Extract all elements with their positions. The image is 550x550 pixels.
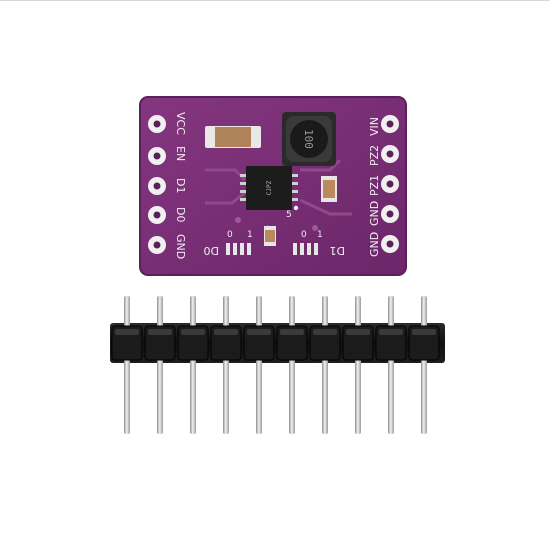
jumper-d1-label-1: 1 (317, 230, 323, 240)
label-d0: D0 (174, 207, 187, 222)
chip-marking: CJPZ (266, 180, 273, 195)
pad-vin (381, 115, 399, 133)
header-pin (289, 296, 295, 434)
ic-chip: CJPZ (240, 166, 298, 210)
header-pin (223, 296, 229, 434)
header-pin (124, 296, 130, 434)
label-vcc: VCC (174, 112, 187, 135)
header-pin (157, 296, 163, 434)
header-segment-highlight (214, 329, 238, 335)
label-en: EN (174, 146, 187, 161)
pad-pz2 (381, 145, 399, 163)
header-segment-highlight (115, 329, 139, 335)
pad-gnd-right-1 (381, 205, 399, 223)
label-d1: D1 (174, 178, 187, 193)
marker-dot (293, 205, 299, 211)
label-vin: VIN (368, 117, 381, 136)
pad-gnd-left (148, 236, 166, 254)
header-pin (355, 296, 361, 434)
jumper-d0-label-0: 0 (227, 230, 233, 240)
jumper-d1: 0 1 (293, 230, 323, 255)
header-segment-highlight (247, 329, 271, 335)
pad-en (148, 147, 166, 165)
pad-d1 (148, 177, 166, 195)
jumper-d0: 0 1 (226, 230, 253, 255)
right-pad-column (381, 115, 399, 253)
header-segment-highlight (148, 329, 172, 335)
jumper-d0-label-1: 1 (247, 230, 253, 240)
inductor-marking: 100 (302, 129, 315, 149)
pad-pz1 (381, 175, 399, 193)
header-segment-highlight (181, 329, 205, 335)
header-segment-highlight (313, 329, 337, 335)
label-gnd-right-1: GND (368, 201, 381, 226)
pad-vcc (148, 115, 166, 133)
label-gnd-left: GND (174, 234, 187, 259)
marker-number: 5 (286, 210, 292, 220)
pin-header-strip (110, 296, 445, 434)
label-d1-bottom: D1 (330, 244, 345, 257)
header-segment-highlight (346, 329, 370, 335)
header-pin (421, 296, 427, 434)
smd-capacitor (205, 126, 261, 148)
header-segment-highlight (412, 329, 436, 335)
header-pin (388, 296, 394, 434)
header-segment-highlight (379, 329, 403, 335)
jumper-d1-label-0: 0 (301, 230, 307, 240)
pad-d0 (148, 206, 166, 224)
header-segment-highlight (280, 329, 304, 335)
label-pz1: PZ1 (368, 175, 381, 196)
header-pin (322, 296, 328, 434)
smd-resistor-right (321, 176, 337, 202)
smd-resistor-bottom (264, 226, 276, 246)
header-pin (190, 296, 196, 434)
label-d0-bottom: D0 (204, 244, 219, 257)
pad-gnd-right-2 (381, 235, 399, 253)
header-pin (256, 296, 262, 434)
top-border-line (0, 0, 550, 1)
label-gnd-right-2: GND (368, 232, 381, 257)
left-pad-column (148, 115, 166, 254)
power-inductor: 100 (282, 112, 336, 166)
label-pz2: PZ2 (368, 145, 381, 166)
